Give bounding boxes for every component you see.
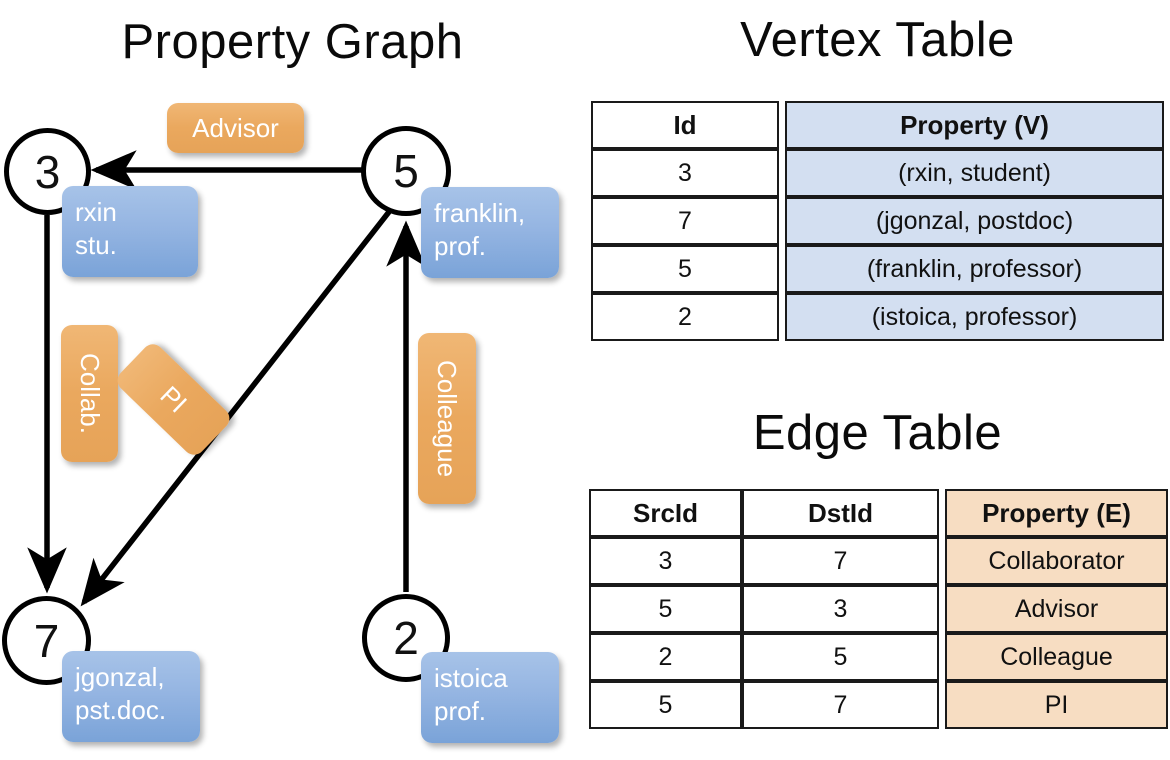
edge-row-0-property: Collaborator bbox=[945, 537, 1168, 585]
vertex-property-box-2: istoica prof. bbox=[421, 652, 559, 743]
page-title-vertex-table: Vertex Table bbox=[740, 13, 1015, 67]
vertex-property-box-5-role: prof. bbox=[434, 231, 487, 262]
vertex-property-box-2-name: istoica bbox=[434, 663, 508, 693]
edge-table-header-srcid: SrcId bbox=[589, 489, 742, 537]
vertex-property-box-2-role: prof. bbox=[434, 696, 487, 727]
edge-row-1-src: 5 bbox=[589, 585, 742, 633]
edge-label-pi-text: PI bbox=[154, 379, 194, 419]
table-row: 2 5 Colleague bbox=[589, 633, 1168, 681]
vertex-table: Id Property (V) 3 (rxin, student) 7 (jgo… bbox=[591, 101, 1164, 341]
vertex-row-0-id: 3 bbox=[591, 149, 779, 197]
edge-label-advisor-text: Advisor bbox=[192, 112, 279, 143]
edge-row-3-src: 5 bbox=[589, 681, 742, 729]
vertex-table-header-id: Id bbox=[591, 101, 779, 149]
edge-5-to-7-pi bbox=[80, 206, 395, 607]
vertex-row-3-id: 2 bbox=[591, 293, 779, 341]
page-title-edge-table: Edge Table bbox=[752, 406, 1003, 460]
vertex-row-0-property: (rxin, student) bbox=[785, 149, 1164, 197]
edge-label-advisor: Advisor bbox=[167, 103, 304, 153]
edge-row-0-dst: 7 bbox=[742, 537, 939, 585]
table-row: 7 (jgonzal, postdoc) bbox=[591, 197, 1164, 245]
vertex-property-box-3-role: stu. bbox=[75, 230, 117, 261]
edge-row-2-property: Colleague bbox=[945, 633, 1168, 681]
graph-node-5-label: 5 bbox=[393, 145, 419, 197]
vertex-property-box-3-name: rxin bbox=[75, 197, 117, 227]
vertex-row-2-id: 5 bbox=[591, 245, 779, 293]
edge-label-collab-text: Collab. bbox=[75, 353, 105, 434]
vertex-property-box-7-name: jgonzal, bbox=[75, 662, 165, 692]
table-row: 5 (franklin, professor) bbox=[591, 245, 1164, 293]
edge-row-2-src: 2 bbox=[589, 633, 742, 681]
vertex-row-2-property: (franklin, professor) bbox=[785, 245, 1164, 293]
table-row: 5 3 Advisor bbox=[589, 585, 1168, 633]
table-row: 3 (rxin, student) bbox=[591, 149, 1164, 197]
vertex-row-1-id: 7 bbox=[591, 197, 779, 245]
vertex-property-box-7: jgonzal, pst.doc. bbox=[62, 651, 200, 742]
table-header-row: SrcId DstId Property (E) bbox=[589, 489, 1168, 537]
graph-node-2[interactable]: 2 bbox=[362, 594, 450, 682]
vertex-row-1-property: (jgonzal, postdoc) bbox=[785, 197, 1164, 245]
edge-row-1-property: Advisor bbox=[945, 585, 1168, 633]
table-row: 5 7 PI bbox=[589, 681, 1168, 729]
edge-table-header-dstid: DstId bbox=[742, 489, 939, 537]
table-row: 3 7 Collaborator bbox=[589, 537, 1168, 585]
graph-node-2-label: 2 bbox=[393, 612, 419, 664]
vertex-table-header-property: Property (V) bbox=[785, 101, 1164, 149]
table-header-row: Id Property (V) bbox=[591, 101, 1164, 149]
vertex-property-box-5: franklin, prof. bbox=[421, 187, 559, 278]
vertex-property-box-5-name: franklin, bbox=[434, 198, 526, 228]
edge-row-3-property: PI bbox=[945, 681, 1168, 729]
edge-row-2-dst: 5 bbox=[742, 633, 939, 681]
edge-row-0-src: 3 bbox=[589, 537, 742, 585]
graph-node-5[interactable]: 5 bbox=[361, 126, 451, 216]
edge-label-collab: Collab. bbox=[61, 325, 118, 462]
edge-label-colleague: Colleague bbox=[418, 333, 476, 504]
vertex-property-box-7-role: pst.doc. bbox=[75, 695, 167, 726]
edge-table-header-property: Property (E) bbox=[945, 489, 1168, 537]
edge-table: SrcId DstId Property (E) 3 7 Collaborato… bbox=[589, 489, 1168, 729]
property-graph-edges bbox=[27, 150, 426, 607]
vertex-row-3-property: (istoica, professor) bbox=[785, 293, 1164, 341]
vertex-property-box-3: rxin stu. bbox=[62, 186, 198, 277]
graph-node-7-label: 7 bbox=[33, 614, 60, 667]
page-title-property-graph: Property Graph bbox=[121, 15, 464, 69]
edge-label-colleague-text: Colleague bbox=[432, 359, 463, 478]
edge-row-1-dst: 3 bbox=[742, 585, 939, 633]
table-row: 2 (istoica, professor) bbox=[591, 293, 1164, 341]
graph-node-3-label: 3 bbox=[34, 145, 61, 198]
edge-row-3-dst: 7 bbox=[742, 681, 939, 729]
